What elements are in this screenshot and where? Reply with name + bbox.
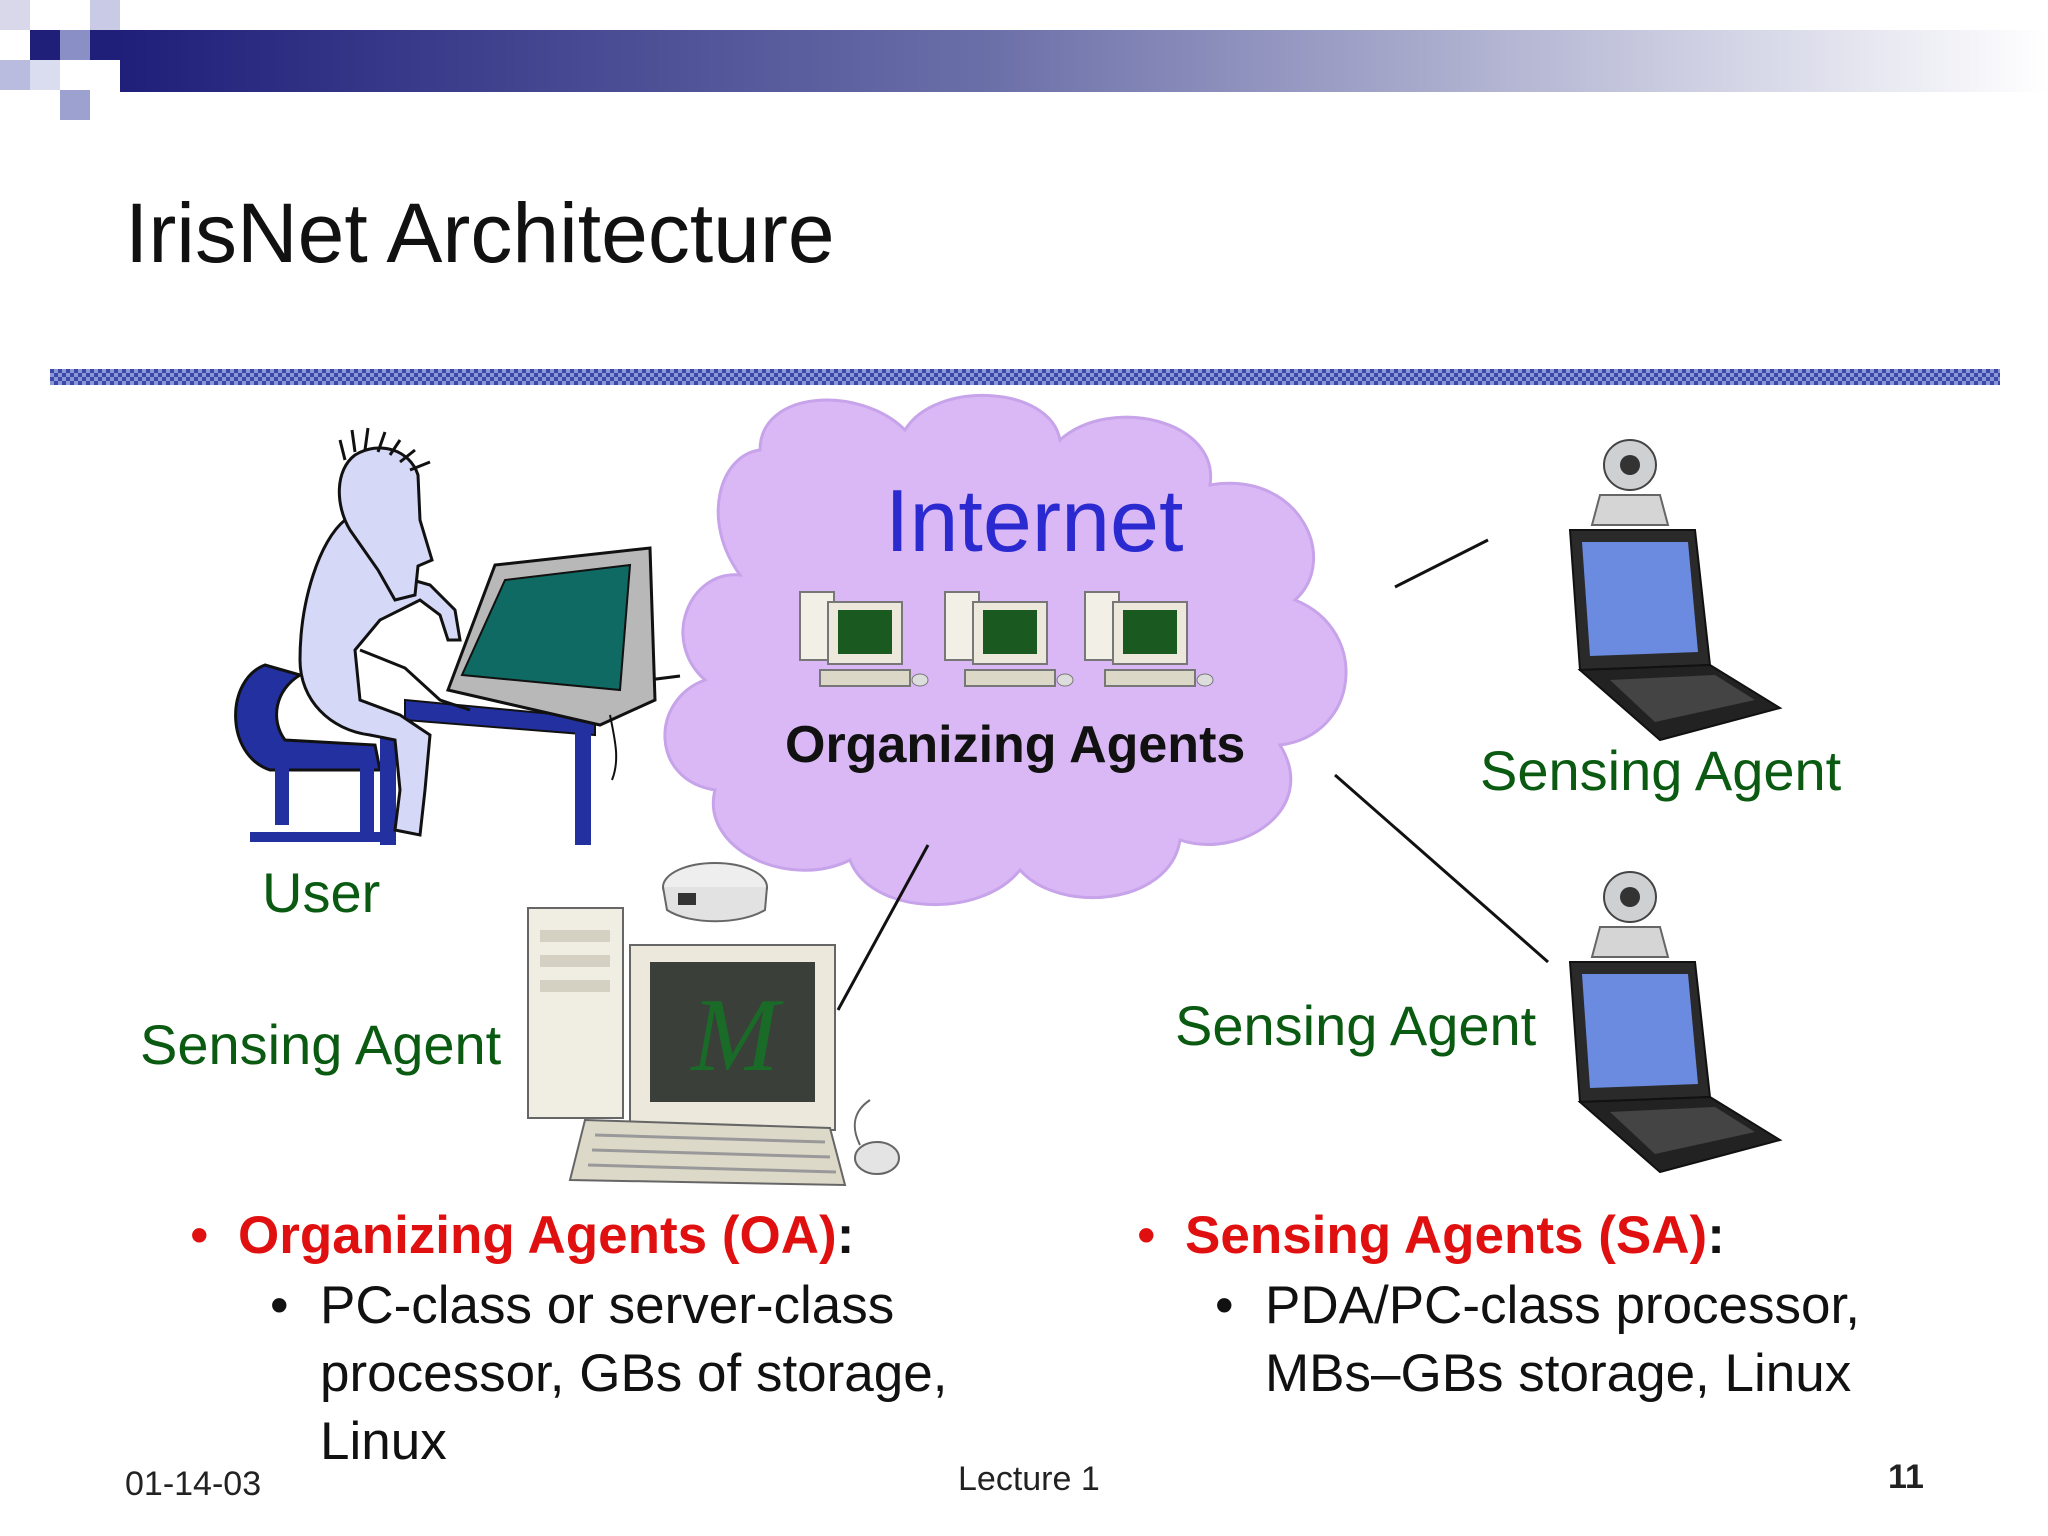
bullet-colon: : xyxy=(836,1206,855,1265)
organizing-agents-caption: Organizing Agents xyxy=(785,716,1246,774)
sub-bullet-marker: • xyxy=(270,1276,289,1335)
bullet-heading: Organizing Agents (OA) xyxy=(238,1206,837,1265)
cloud-label: Internet xyxy=(885,471,1184,570)
sub-bullet-line: MBs–GBs storage, Linux xyxy=(1265,1344,1852,1403)
bullet-heading: Sensing Agents (SA) xyxy=(1185,1206,1708,1265)
sub-bullet-line: PC-class or server-class xyxy=(320,1276,895,1335)
bullet-marker: • xyxy=(1137,1206,1156,1265)
page-title: IrisNet Architecture xyxy=(125,186,835,280)
bullet-marker: • xyxy=(190,1206,209,1265)
bullet-colon: : xyxy=(1707,1206,1725,1265)
user-label: User xyxy=(262,861,381,924)
sensing-agent-label-laptop-bottom: Sensing Agent xyxy=(1175,994,1537,1057)
footer-date: 01-14-03 xyxy=(125,1465,262,1503)
person-at-computer-icon xyxy=(234,427,657,845)
page-number: 11 xyxy=(1888,1458,1924,1496)
sensing-agent-label-desktop: Sensing Agent xyxy=(140,1013,502,1076)
sub-bullet-line: Linux xyxy=(320,1412,447,1471)
bullet-sensing-agents: • Sensing Agents (SA): xyxy=(1137,1205,1725,1266)
sub-bullet-line: processor, GBs of storage, xyxy=(320,1344,948,1403)
sub-bullet-line: PDA/PC-class processor, xyxy=(1265,1276,1860,1335)
sub-bullet-marker: • xyxy=(1215,1276,1234,1335)
title-divider xyxy=(50,369,2000,385)
footer-lecture: Lecture 1 xyxy=(958,1460,1100,1498)
sensing-agent-label-laptop-top: Sensing Agent xyxy=(1480,739,1842,802)
sub-bullet-organizing-agents: • PC-class or server-class processor, GB… xyxy=(270,1272,947,1476)
laptop-bottom-connector-line xyxy=(1334,773,1549,964)
bullet-organizing-agents: • Organizing Agents (OA): xyxy=(190,1205,854,1266)
organizing-agent-pcs xyxy=(799,591,1214,687)
header-decoration xyxy=(0,0,2048,120)
desktop-pc-icon: M xyxy=(527,862,900,1187)
sub-bullet-sensing-agents: • PDA/PC-class processor, MBs–GBs storag… xyxy=(1215,1272,1860,1408)
laptop-icon xyxy=(1568,439,1783,742)
laptop-icon xyxy=(1568,871,1783,1174)
laptop-top-connector-line xyxy=(1394,538,1489,589)
monitor-glyph: M xyxy=(689,976,784,1093)
